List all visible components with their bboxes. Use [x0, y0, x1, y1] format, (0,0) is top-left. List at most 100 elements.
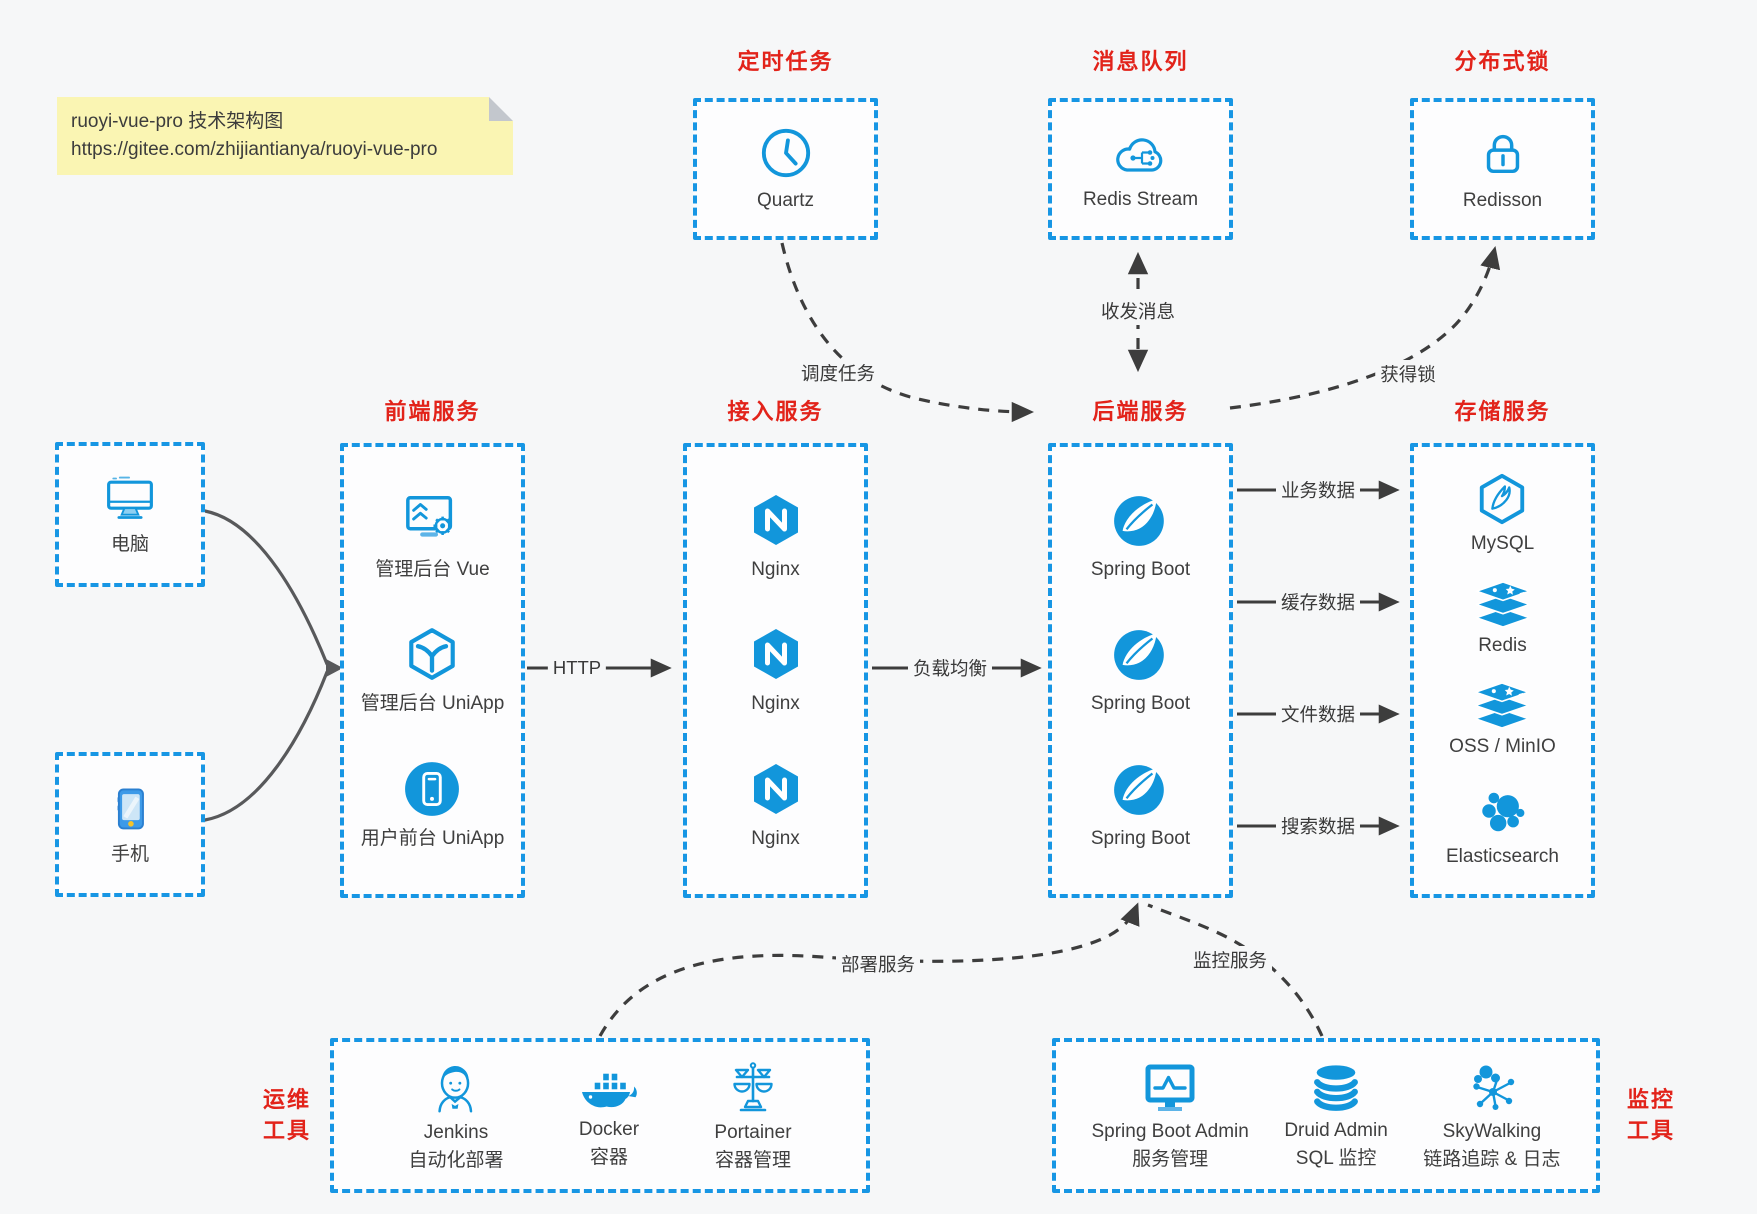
elasticsearch-icon	[1475, 785, 1531, 839]
client-box-phone: 手机	[55, 752, 205, 897]
node-label: 电脑	[110, 534, 149, 555]
ops-title-line1: 运维	[262, 1087, 311, 1112]
group-box-message-queue: Redis Stream	[1048, 98, 1233, 240]
spring-boot-icon	[1111, 491, 1169, 549]
nginx-icon	[748, 491, 804, 549]
node-label: Spring Boot	[1090, 558, 1191, 580]
node-jenkins: Jenkins 自动化部署	[408, 1059, 503, 1173]
edge-label-load-balance: 负载均衡	[907, 654, 993, 682]
node-elasticsearch: Elasticsearch	[1446, 785, 1559, 869]
node-label: Docker	[578, 1118, 640, 1140]
node-sublabel: 容器	[589, 1146, 628, 1168]
column-box-frontend: 管理后台 Vue 管理后台 UniApp 用户前台 UniApp	[340, 443, 525, 898]
note-title: ruoyi-vue-pro 技术架构图	[71, 111, 284, 132]
monitor-title-line1: 监控	[1626, 1087, 1675, 1112]
monitor-title-line2: 工具	[1626, 1118, 1675, 1143]
node-label: 手机	[110, 844, 149, 865]
node-spring-boot-1: Spring Boot	[1091, 491, 1190, 582]
nginx-icon	[748, 760, 804, 818]
edge-label-http: HTTP	[547, 656, 607, 680]
node-label: Spring Boot Admin	[1091, 1120, 1249, 1142]
node-label: Redisson	[1462, 189, 1543, 211]
node-label: Nginx	[751, 827, 800, 849]
node-label: SkyWalking	[1442, 1120, 1542, 1142]
node-sublabel: 服务管理	[1132, 1148, 1209, 1170]
spring-boot-icon	[1111, 760, 1169, 818]
node-redis: Redis	[1474, 580, 1532, 658]
node-sublabel: SQL 监控	[1295, 1147, 1377, 1169]
node-label: 管理后台 Vue	[375, 558, 490, 580]
node-label: 用户前台 UniApp	[360, 827, 505, 849]
node-label: Nginx	[751, 693, 800, 714]
spring-boot-icon	[1111, 625, 1169, 683]
group-box-distributed-lock: Redisson	[1410, 98, 1595, 240]
node-nginx-1: Nginx	[748, 491, 804, 582]
edge-label-search-data: 搜索数据	[1275, 812, 1361, 840]
column-title-frontend: 前端服务	[384, 399, 481, 424]
node-nginx-2: Nginx	[748, 625, 804, 716]
ops-tools-box: Jenkins 自动化部署 Docker 容器 Portainer 容器管理	[330, 1038, 870, 1193]
node-sublabel: 链路追踪 & 日志	[1423, 1148, 1561, 1170]
portainer-icon	[725, 1059, 781, 1117]
oss-icon	[1473, 682, 1531, 729]
monitor-tools-title: 监控 工具	[1618, 1084, 1684, 1146]
column-box-storage: MySQL Redis OSS / MinIO Elasticsearch	[1410, 443, 1595, 898]
redis-icon	[1474, 580, 1532, 628]
node-label: OSS / MinIO	[1449, 736, 1556, 758]
node-label: Portainer	[714, 1121, 792, 1143]
node-label: Spring Boot	[1090, 827, 1191, 849]
ops-title-line2: 工具	[262, 1118, 311, 1143]
clock-icon	[759, 126, 813, 180]
node-label: 管理后台 UniApp	[360, 693, 505, 714]
node-label: Spring Boot	[1090, 693, 1191, 714]
group-title-distributed-lock: 分布式锁	[1454, 49, 1551, 74]
node-mysql: MySQL	[1471, 472, 1534, 556]
group-box-scheduled-task: Quartz	[693, 98, 878, 240]
docker-icon	[578, 1062, 640, 1114]
node-oss-minio: OSS / MinIO	[1449, 682, 1556, 759]
node-sublabel: 容器管理	[714, 1149, 791, 1171]
node-user-uniapp: 用户前台 UniApp	[360, 760, 505, 851]
group-title-message-queue: 消息队列	[1092, 49, 1189, 74]
node-sublabel: 自动化部署	[408, 1149, 504, 1171]
druid-icon	[1308, 1061, 1364, 1115]
node-portainer: Portainer 容器管理	[714, 1059, 792, 1173]
node-label: Quartz	[756, 189, 815, 211]
group-title-scheduled-task: 定时任务	[737, 49, 834, 74]
note-url: https://gitee.com/zhijiantianya/ruoyi-vu…	[71, 139, 438, 160]
node-phone: 手机	[104, 782, 156, 867]
node-spring-boot-admin: Spring Boot Admin 服务管理	[1091, 1060, 1249, 1172]
user-app-icon	[403, 760, 461, 818]
edge-label-deploy-service: 部署服务	[835, 950, 921, 978]
node-druid-admin: Druid Admin SQL 监控	[1284, 1061, 1388, 1171]
uniapp-hexagon-icon	[403, 625, 461, 683]
column-title-backend: 后端服务	[1092, 399, 1189, 424]
jenkins-icon	[427, 1059, 485, 1117]
edge-label-schedule-task: 调度任务	[795, 359, 881, 387]
sticky-note: ruoyi-vue-pro 技术架构图 https://gitee.com/zh…	[57, 97, 513, 175]
edge-label-monitor-service: 监控服务	[1187, 946, 1273, 974]
desktop-icon	[98, 472, 162, 524]
node-skywalking: SkyWalking 链路追踪 & 日志	[1423, 1060, 1561, 1172]
node-label: Jenkins	[423, 1121, 489, 1143]
edge-label-acquire-lock: 获得锁	[1375, 360, 1441, 388]
column-box-backend: Spring Boot Spring Boot Spring Boot	[1048, 443, 1233, 898]
node-label: Redis	[1478, 634, 1527, 656]
node-docker: Docker 容器	[578, 1062, 640, 1170]
edge-label-cache-data: 缓存数据	[1275, 588, 1361, 616]
edge-label-business-data: 业务数据	[1275, 476, 1361, 504]
node-label: Elasticsearch	[1446, 845, 1559, 867]
client-box-computer: 电脑	[55, 442, 205, 587]
edge-label-file-data: 文件数据	[1275, 700, 1361, 728]
node-label: MySQL	[1470, 533, 1535, 555]
edge-label-send-receive-message: 收发消息	[1095, 297, 1181, 325]
smartphone-icon	[104, 782, 156, 834]
node-spring-boot-3: Spring Boot	[1091, 760, 1190, 851]
node-label: Nginx	[751, 558, 800, 580]
node-quartz: Quartz	[757, 126, 814, 213]
column-box-gateway: Nginx Nginx Nginx	[683, 443, 868, 898]
node-admin-vue: 管理后台 Vue	[375, 491, 490, 582]
node-label: Redis Stream	[1082, 188, 1199, 210]
cloud-message-icon	[1108, 127, 1172, 179]
